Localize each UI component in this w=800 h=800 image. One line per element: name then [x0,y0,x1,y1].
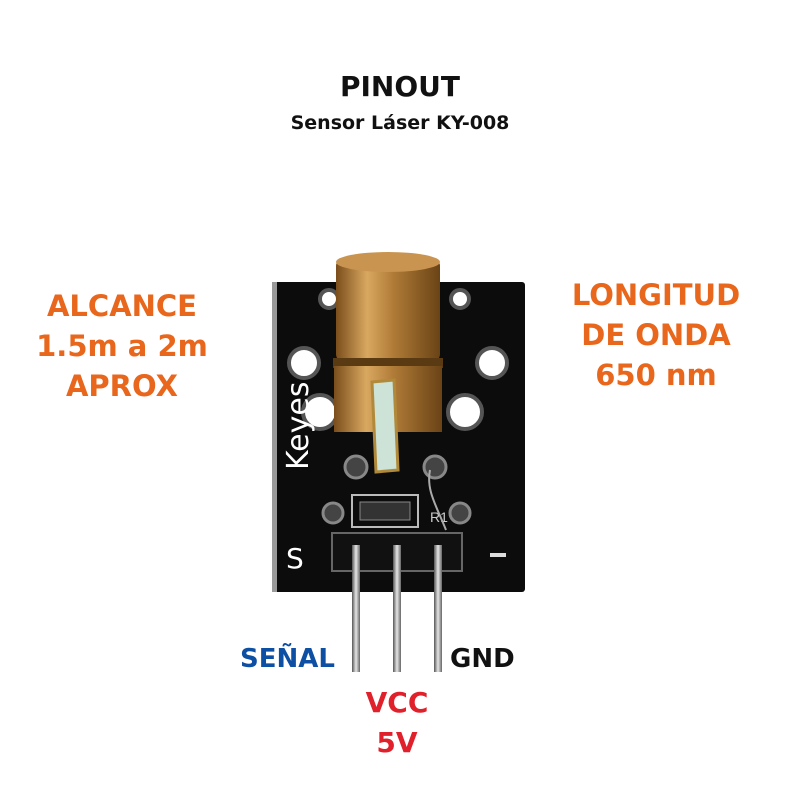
signal-pin [352,545,360,672]
range-line-2: 1.5m a 2m [36,329,208,363]
range-info: ALCANCE 1.5m a 2m APROX [22,286,222,406]
gnd-pin [434,545,442,672]
range-line-3: APROX [65,369,178,403]
mounting-holes [287,288,509,431]
gnd-pin-label: GND [450,644,515,674]
wavelength-info: LONGITUD DE ONDA 650 nm [556,275,756,395]
pin-mark-s: S [286,542,304,575]
laser-diode [333,252,447,531]
vcc-voltage: 5V [376,726,418,759]
vcc-pin-label: VCC 5V [347,683,447,763]
page-title: PINOUT [339,70,460,103]
page-subtitle: Sensor Láser KY-008 [290,112,510,134]
wavelength-line-1: LONGITUD [571,278,741,312]
pin-mark-minus [490,553,506,557]
wavelength-line-2: DE ONDA [581,318,731,352]
wavelength-line-3: 650 nm [595,358,717,392]
brand-label: Keyes [281,382,316,470]
resistor: R1 [351,494,448,528]
vcc-label: VCC [365,686,429,719]
pin-header [331,532,463,672]
range-line-1: ALCANCE [46,289,197,323]
resistor-label: R1 [430,509,448,525]
vcc-pin [393,545,401,672]
signal-pin-label: SEÑAL [240,644,335,674]
